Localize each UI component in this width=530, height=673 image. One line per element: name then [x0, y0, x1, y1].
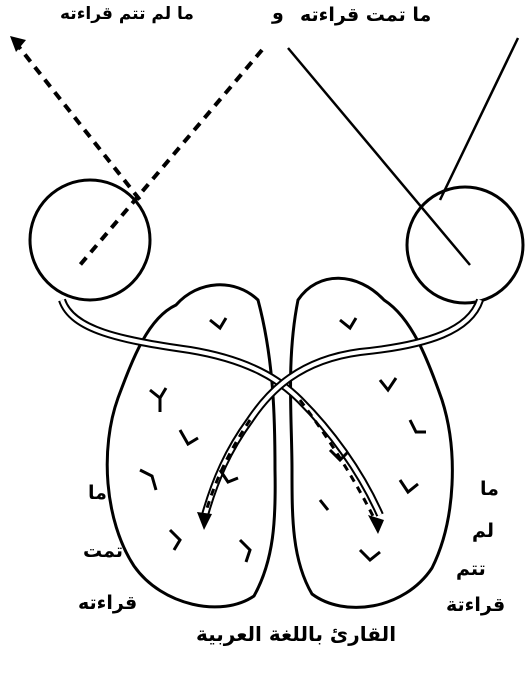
solid-ray-right-outer	[440, 38, 518, 200]
dashed-arrow-right-hemisphere	[300, 400, 375, 520]
diagram-caption: القارئ باللغة العربية	[196, 624, 396, 644]
label-unread-text-top: ما لم تتم قراءته	[60, 6, 194, 23]
arrowhead-left	[197, 512, 212, 530]
label-read-text-top: ما تمت قراءته	[300, 6, 431, 25]
right-optic-tract	[205, 300, 480, 515]
left-hemisphere	[107, 285, 275, 607]
label-right-line-2: لم	[472, 522, 494, 541]
left-optic-tract	[62, 300, 380, 515]
label-right-line-4: قراءتة	[446, 596, 505, 615]
label-and-connector: و	[272, 4, 284, 23]
dashed-ray-left-eye	[15, 42, 140, 200]
label-left-line-1: ما	[88, 484, 107, 503]
dashed-arrowhead-top-left	[10, 36, 26, 52]
label-left-line-3: قراءته	[78, 594, 137, 613]
left-eyeball	[30, 180, 150, 300]
label-right-line-1: ما	[480, 480, 499, 499]
right-eyeball	[407, 187, 523, 303]
solid-ray-from-center	[288, 48, 470, 265]
label-left-line-2: تمت	[83, 542, 123, 561]
arrowhead-right	[368, 515, 384, 534]
label-right-line-3: تتم	[456, 560, 486, 579]
